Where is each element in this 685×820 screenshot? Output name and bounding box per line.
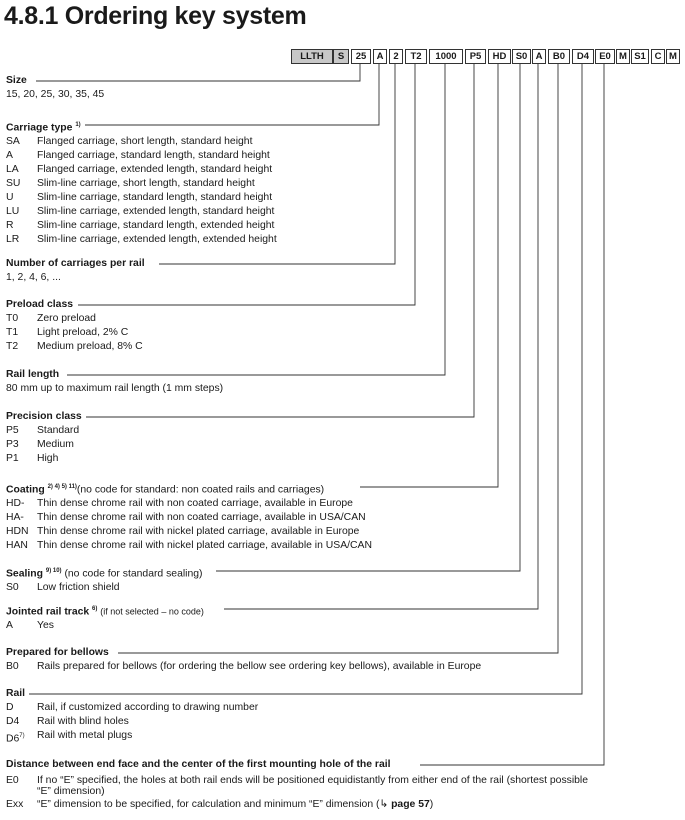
key-code-llth: LLTH bbox=[291, 49, 333, 64]
connector-preload bbox=[78, 64, 416, 306]
rail-header: Rail bbox=[6, 687, 30, 701]
size-header: Size bbox=[6, 74, 31, 88]
key-code-carriage: A bbox=[373, 49, 387, 64]
connector-precision bbox=[86, 64, 475, 418]
list-item: D67)Rail with metal plugs bbox=[6, 730, 133, 745]
connector-distance bbox=[420, 64, 605, 766]
key-code-bellows: B0 bbox=[548, 49, 570, 64]
key-code-s1: S1 bbox=[631, 49, 649, 64]
precision-header: Precision class bbox=[6, 410, 86, 424]
section-carriage-count: Number of carriages per rail 1, 2, 4, 6,… bbox=[6, 257, 149, 285]
key-code-jointed: A bbox=[532, 49, 546, 64]
key-code-m1: M bbox=[616, 49, 630, 64]
key-code-length: 1000 bbox=[429, 49, 463, 64]
key-code-m2: M bbox=[666, 49, 680, 64]
jointed-header: Jointed rail track 6) (if not selected –… bbox=[6, 602, 208, 620]
section-jointed-rail: Jointed rail track 6) (if not selected –… bbox=[6, 602, 208, 633]
section-end-distance: Distance between end face and the center… bbox=[6, 758, 597, 812]
section-size: Size 15, 20, 25, 30, 35, 45 bbox=[6, 74, 104, 102]
coating-header: Coating 2) 4) 5) 11)(no code for standar… bbox=[6, 480, 329, 498]
page-reference-link[interactable]: page 57 bbox=[391, 799, 430, 810]
section-rail-length: Rail length 80 mm up to maximum rail len… bbox=[6, 368, 223, 396]
key-code-count: 2 bbox=[389, 49, 403, 64]
key-code-preload: T2 bbox=[405, 49, 427, 64]
key-code-rail: D4 bbox=[572, 49, 594, 64]
bellows-header: Prepared for bellows bbox=[6, 646, 113, 660]
connector-jointed bbox=[224, 64, 539, 610]
key-code-sealing: S0 bbox=[512, 49, 531, 64]
count-values: 1, 2, 4, 6, ... bbox=[6, 272, 61, 283]
connector-bellows bbox=[118, 64, 559, 654]
count-header: Number of carriages per rail bbox=[6, 257, 149, 271]
length-values: 80 mm up to maximum rail length (1 mm st… bbox=[6, 383, 224, 394]
connector-count bbox=[159, 64, 396, 265]
list-item: HD-Thin dense chrome rail with non coate… bbox=[6, 498, 353, 510]
connector-length bbox=[67, 64, 446, 376]
connector-carriage bbox=[82, 64, 380, 126]
page-title: 4.8.1 Ordering key system bbox=[4, 2, 307, 30]
preload-header: Preload class bbox=[6, 298, 78, 312]
list-item: HA-Thin dense chrome rail with non coate… bbox=[6, 512, 366, 524]
connector-rail bbox=[28, 64, 583, 695]
key-code-precision: P5 bbox=[465, 49, 486, 64]
key-code-distance: E0 bbox=[595, 49, 615, 64]
list-item: Exx“E” dimension to be specified, for ca… bbox=[6, 799, 434, 810]
sealing-header: Sealing 9) 10) (no code for standard sea… bbox=[6, 564, 207, 582]
length-header: Rail length bbox=[6, 368, 64, 382]
size-values: 15, 20, 25, 30, 35, 45 bbox=[6, 89, 105, 100]
connector-coating bbox=[360, 64, 499, 488]
key-code-size: 25 bbox=[351, 49, 371, 64]
section-coating: Coating 2) 4) 5) 11)(no code for standar… bbox=[6, 480, 372, 553]
carriage-header: Carriage type 1) bbox=[6, 118, 85, 136]
key-code-s: S bbox=[333, 49, 349, 64]
connector-sealing bbox=[216, 64, 521, 572]
distance-header: Distance between end face and the center… bbox=[6, 758, 395, 772]
key-code-coating: HD bbox=[488, 49, 511, 64]
section-sealing: Sealing 9) 10) (no code for standard sea… bbox=[6, 564, 207, 595]
connector-size bbox=[36, 64, 361, 82]
key-code-c: C bbox=[651, 49, 665, 64]
